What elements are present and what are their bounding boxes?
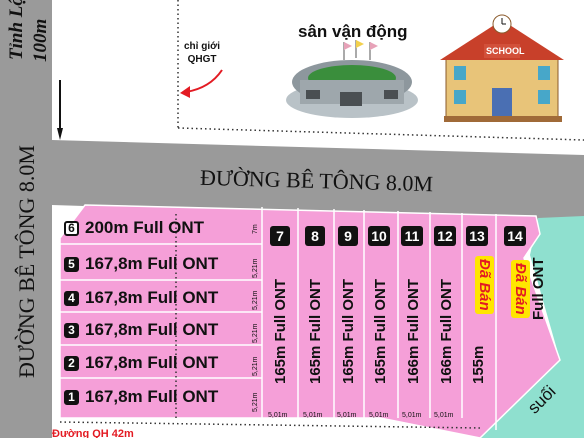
lot-3[interactable]: 3 167,8m Full ONT bbox=[64, 320, 218, 340]
lot-2[interactable]: 2 167,8m Full ONT bbox=[64, 353, 218, 373]
lot-12-number[interactable]: 12 bbox=[434, 226, 456, 246]
planning-boundary-lines bbox=[59, 0, 584, 429]
lot-4[interactable]: 4 167,8m Full ONT bbox=[64, 288, 218, 308]
provincial-road-label: Tỉnh Lộ bbox=[6, 0, 27, 60]
lot-13-sold-badge: Đã Bán bbox=[475, 256, 494, 314]
road-width-label: 100m bbox=[30, 18, 51, 62]
lot-11-text: 166m Full ONT bbox=[405, 278, 422, 384]
lot-text: 167,8m Full ONT bbox=[85, 387, 219, 406]
lot-9-number[interactable]: 9 bbox=[338, 226, 358, 246]
school-sign-label: SCHOOL bbox=[486, 46, 525, 56]
stadium-icon bbox=[286, 40, 418, 118]
lot-number: 2 bbox=[64, 355, 79, 371]
lot-5[interactable]: 5 167,8m Full ONT bbox=[64, 254, 218, 274]
lot-8-width: 5,01m bbox=[303, 412, 323, 419]
lot-9-width: 5,01m bbox=[337, 412, 357, 419]
lot-8-text: 165m Full ONT bbox=[307, 278, 324, 384]
lot-1-depth: 5,21m bbox=[252, 392, 259, 412]
arrow-head bbox=[180, 86, 190, 98]
lot-text: 167,8m Full ONT bbox=[85, 320, 219, 339]
lot-10-text: 165m Full ONT bbox=[372, 278, 389, 384]
lot-block bbox=[59, 204, 561, 438]
lot-2-depth: 5,21m bbox=[252, 356, 259, 376]
lot-14-sold-badge: Đã Bán bbox=[511, 260, 530, 318]
boundary-arrow bbox=[185, 69, 223, 93]
lot-13-number[interactable]: 13 bbox=[466, 226, 488, 246]
lot-14-number[interactable]: 14 bbox=[504, 226, 526, 246]
lot-10-width: 5,01m bbox=[369, 412, 389, 419]
bottom-road-name: Đường QH 42m bbox=[52, 428, 134, 438]
lot-10-number[interactable]: 10 bbox=[368, 226, 390, 246]
lot-11-number[interactable]: 11 bbox=[401, 226, 423, 246]
stream-area bbox=[480, 216, 584, 438]
lot-3-depth: 5,21m bbox=[252, 323, 259, 343]
lot-number: 5 bbox=[64, 256, 79, 272]
lot-6-depth: 7m bbox=[252, 224, 259, 234]
lot-12-text: 166m Full ONT bbox=[438, 278, 455, 384]
stadium-label: sân vận động bbox=[298, 22, 408, 41]
boundary-note-line2: QHGT bbox=[187, 54, 217, 65]
lot-7-text: 165m Full ONT bbox=[272, 278, 289, 384]
vertical-road-name: ĐƯỜNG BÊ TÔNG 8.0M bbox=[14, 145, 39, 378]
lot-text: 167,8m Full ONT bbox=[85, 353, 219, 372]
vertical-road bbox=[0, 0, 52, 438]
lot-1[interactable]: 1 167,8m Full ONT bbox=[64, 387, 218, 407]
lot-7-width: 5,01m bbox=[268, 412, 288, 419]
boundary-note-line1: chỉ giới bbox=[184, 41, 221, 52]
road-arrow-head bbox=[57, 128, 63, 140]
lot-text: 200m Full ONT bbox=[85, 218, 205, 237]
lot-12-width: 5,01m bbox=[434, 412, 454, 419]
lot-number: 4 bbox=[64, 290, 79, 306]
horizontal-road bbox=[52, 140, 584, 222]
lot-5-depth: 5,21m bbox=[252, 258, 259, 278]
lot-number: 1 bbox=[64, 389, 79, 405]
lot-text: 167,8m Full ONT bbox=[85, 254, 219, 273]
school-icon bbox=[440, 14, 564, 122]
boundary-note: chỉ giới QHGT bbox=[184, 40, 220, 66]
lot-6[interactable]: 6 200m Full ONT bbox=[64, 218, 204, 238]
lot-8-number[interactable]: 8 bbox=[305, 226, 325, 246]
lot-14-text: Full ONT bbox=[530, 257, 547, 321]
lot-text: 167,8m Full ONT bbox=[85, 288, 219, 307]
lot-number: 3 bbox=[64, 322, 79, 338]
lot-11-width: 5,01m bbox=[402, 412, 422, 419]
horizontal-lot-dividers bbox=[60, 207, 497, 430]
lot-9-text: 165m Full ONT bbox=[340, 278, 357, 384]
lot-7-number[interactable]: 7 bbox=[270, 226, 290, 246]
lot-13-text: 155m bbox=[470, 345, 487, 384]
lot-number: 6 bbox=[64, 220, 79, 236]
lot-4-depth: 5,21m bbox=[252, 290, 259, 310]
